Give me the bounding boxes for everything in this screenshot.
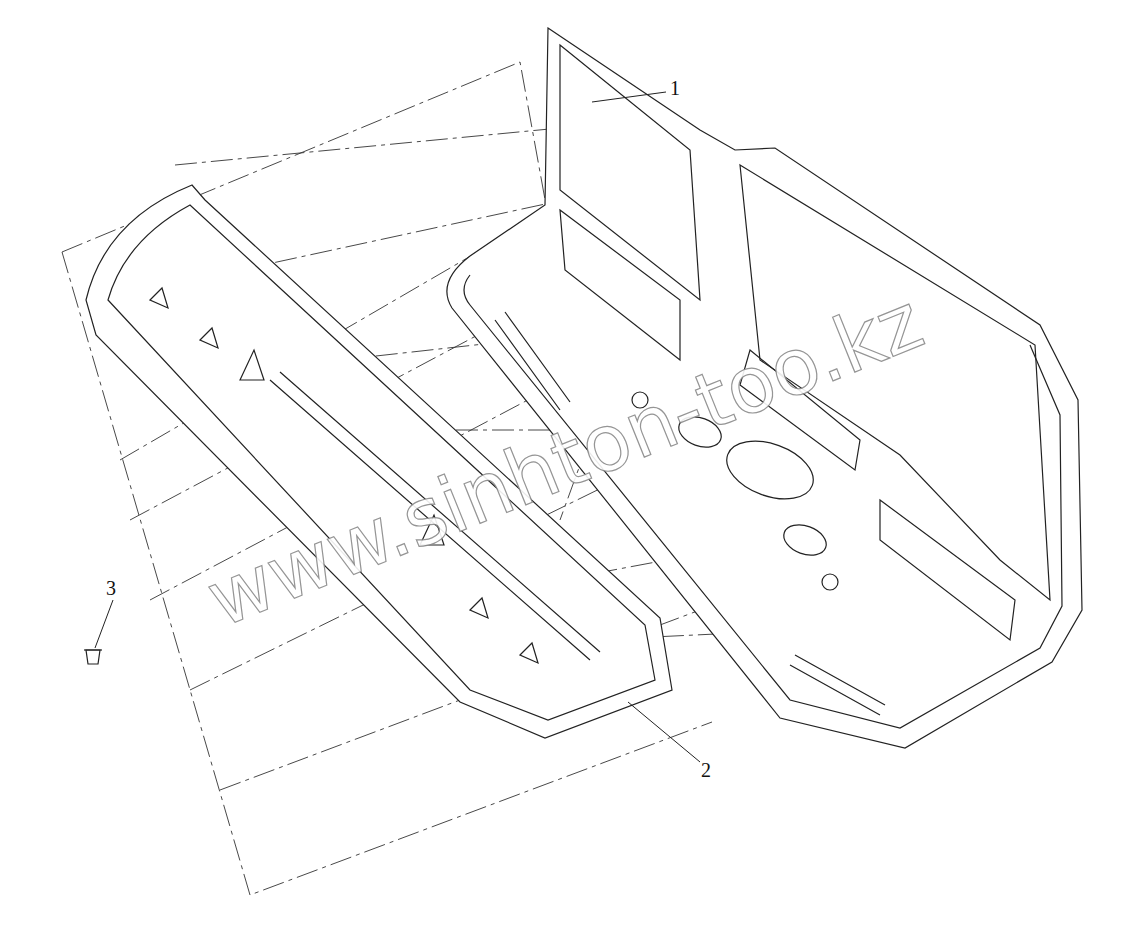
dash-line bbox=[175, 128, 560, 165]
rib bbox=[790, 655, 885, 715]
rib bbox=[495, 312, 570, 410]
back-wall bbox=[560, 45, 700, 300]
leader-line bbox=[592, 92, 666, 102]
leader-line bbox=[628, 702, 700, 762]
recess bbox=[560, 210, 680, 360]
cover bbox=[780, 519, 831, 560]
cover bbox=[719, 430, 821, 510]
callout-number: 1 bbox=[670, 78, 680, 98]
plug bbox=[822, 574, 838, 590]
screw-head bbox=[84, 649, 102, 650]
screw-body bbox=[86, 650, 100, 664]
callout-number: 3 bbox=[106, 578, 116, 598]
callout-number: 2 bbox=[701, 760, 711, 780]
recess bbox=[880, 500, 1015, 640]
leader-line bbox=[95, 600, 113, 648]
screw bbox=[84, 650, 102, 664]
